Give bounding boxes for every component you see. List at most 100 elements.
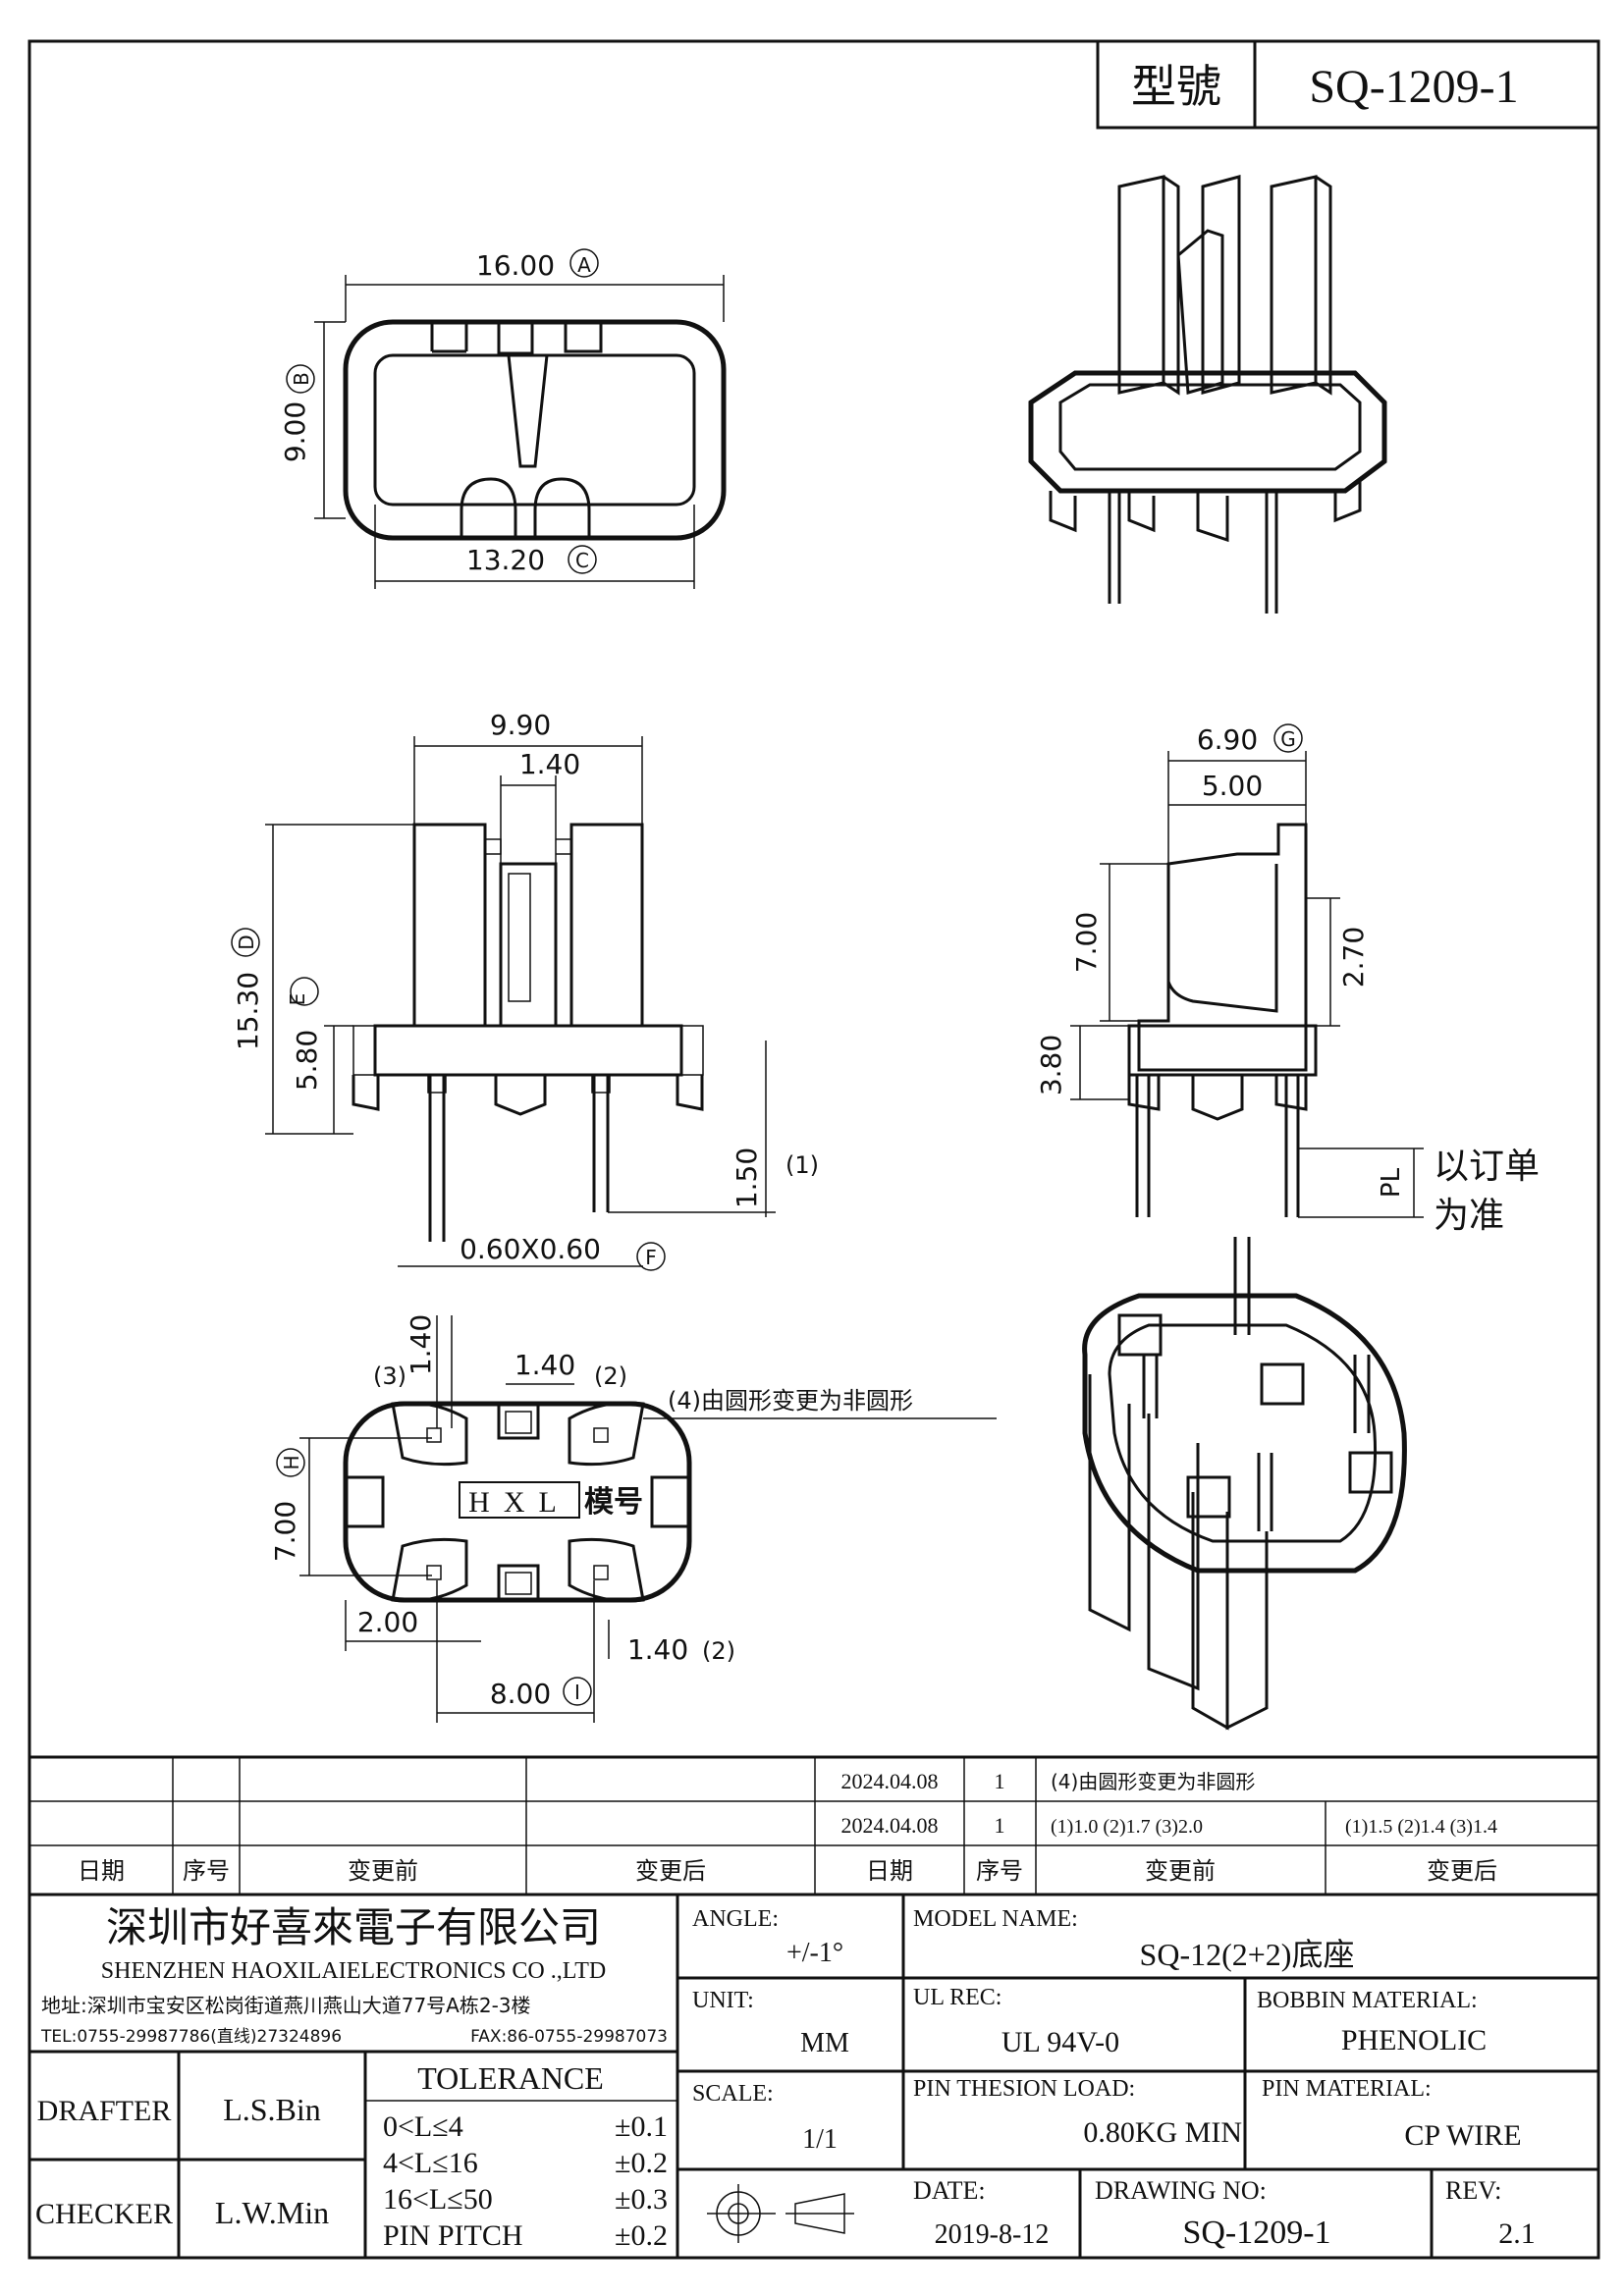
dim-b-tag: B	[290, 372, 313, 386]
top-view: 16.00 A 9.00 B 13.20 C	[279, 248, 727, 589]
dim-h-value: 7.00	[269, 1501, 301, 1562]
dim-a-value: 16.00	[476, 249, 555, 282]
tolerance-title: TOLERANCE	[417, 2060, 604, 2096]
dim-b-value: 9.00	[279, 401, 311, 462]
dim-h-tag: H	[280, 1455, 303, 1469]
pin-material-value: CP WIRE	[1404, 2119, 1521, 2152]
rev-row1-no: 1	[995, 1769, 1005, 1793]
drafter-value: L.S.Bin	[223, 2092, 321, 2127]
rev-header-no: 序号	[183, 1857, 230, 1885]
rev-value: 2.1	[1498, 2217, 1536, 2250]
dim-d-tag: D	[235, 934, 258, 949]
tolerance-value-4: ±0.2	[615, 2219, 668, 2252]
projection-symbol	[707, 2184, 854, 2243]
company-name-en: SHENZHEN HAOXILAIELECTRONICS CO .,LTD	[101, 1958, 606, 1984]
rev-header-after2: 变更后	[1427, 1857, 1497, 1885]
company-address: 地址:深圳市宝安区松岗街道燕川燕山大道77号A栋2-3楼	[41, 1994, 531, 2017]
dim-d-value: 15.30	[232, 972, 264, 1050]
rev-header-before: 变更前	[348, 1857, 418, 1885]
dim-width-value: 9.90	[490, 709, 551, 741]
tolerance-value-1: ±0.1	[615, 2110, 668, 2143]
checker-value: L.W.Min	[215, 2195, 329, 2230]
isometric-view-top	[1028, 175, 1387, 614]
tolerance-value-3: ±0.3	[615, 2183, 668, 2216]
date-value: 2019-8-12	[935, 2219, 1050, 2250]
title-block: 深圳市好喜來電子有限公司 SHENZHEN HAOXILAIELECTRONIC…	[27, 1893, 1600, 2260]
model-value: SQ-1209-1	[1309, 61, 1518, 113]
bottom-view: HXL 模号 1.40 (3) 1.40 (2) (4)由圆形变更为非圆形 7.…	[269, 1314, 997, 1723]
note-2b: (2)	[702, 1637, 735, 1665]
drafter-label: DRAFTER	[37, 2095, 172, 2127]
mold-label: 模号	[584, 1485, 643, 1520]
pin-material-label: PIN MATERIAL:	[1262, 2076, 1432, 2102]
bobbin-material-value: PHENOLIC	[1341, 2024, 1487, 2056]
dim-h2-value: 2.70	[1337, 927, 1370, 988]
date-label: DATE:	[913, 2176, 986, 2205]
checker-label: CHECKER	[35, 2198, 173, 2230]
dim-h1-value: 7.00	[1070, 912, 1103, 973]
ul-value: UL 94V-0	[1001, 2026, 1119, 2058]
scale-value: 1/1	[802, 2124, 838, 2155]
dim-edge-value: 2.00	[357, 1606, 418, 1638]
rev-header-date2: 日期	[866, 1857, 913, 1885]
rev-row2-after: (1)1.5 (2)1.4 (3)1.4	[1345, 1816, 1497, 1838]
dim-pitch-vertical: 1.40	[405, 1314, 437, 1375]
dim-a-tag: A	[577, 253, 591, 277]
revision-table: 2024.04.08 1 (4)由圆形变更为非圆形 2024.04.08 1 (…	[27, 1755, 1600, 1896]
dim-g-value: 6.90	[1197, 723, 1258, 756]
model-label: 型號	[1131, 60, 1221, 113]
model-name-value: SQ-12(2+2)底座	[1140, 1937, 1355, 1972]
rev-header-before2: 变更前	[1145, 1857, 1216, 1885]
rev-header-date: 日期	[78, 1857, 125, 1885]
note-3: (3)	[373, 1362, 406, 1390]
bobbin-material-label: BOBBIN MATERIAL:	[1257, 1988, 1478, 2013]
pin-load-label: PIN THESION LOAD:	[913, 2076, 1135, 2102]
company-name-cn: 深圳市好喜來電子有限公司	[106, 1905, 601, 1951]
pl-label: PL	[1377, 1167, 1406, 1198]
model-name-label: MODEL NAME:	[913, 1906, 1078, 1932]
rev-label: REV:	[1445, 2176, 1501, 2205]
dim-pitch-top: 1.40	[514, 1349, 575, 1381]
drawing-no-label: DRAWING NO:	[1095, 2176, 1267, 2205]
rev-header-after: 变更后	[635, 1857, 706, 1885]
pl-note-line1: 以订单	[1434, 1147, 1540, 1187]
dim-pin-length-value: 1.50	[731, 1148, 763, 1208]
isometric-view-bottom	[1082, 1237, 1407, 1731]
dim-h3-value: 3.80	[1035, 1035, 1067, 1095]
change-note: (4)由圆形变更为非圆形	[668, 1387, 913, 1415]
tolerance-range-4: PIN PITCH	[383, 2219, 523, 2252]
rev-header-no2: 序号	[976, 1857, 1023, 1885]
pin-length-note: (1)	[785, 1151, 819, 1179]
company-fax: FAX:86-0755-29987073	[470, 2027, 668, 2047]
unit-value: MM	[800, 2028, 849, 2058]
dim-slot-value: 1.40	[519, 748, 580, 780]
dim-pin-value: 0.60X0.60	[460, 1233, 601, 1265]
dim-e-tag: E	[286, 993, 309, 1006]
note-2: (2)	[594, 1362, 627, 1390]
rev-row1-date: 2024.04.08	[841, 1769, 939, 1793]
tolerance-value-2: ±0.2	[615, 2147, 668, 2179]
dim-inner-value: 5.00	[1202, 770, 1263, 802]
front-view: 9.90 1.40 15.30 D 5.80 E 1.50 (1) 0.60X0…	[231, 709, 819, 1271]
dim-c-value: 13.20	[466, 544, 545, 576]
rev-row2-before: (1)1.0 (2)1.7 (3)2.0	[1051, 1816, 1203, 1838]
dim-e-value: 5.80	[291, 1030, 323, 1091]
angle-value: +/-1°	[786, 1938, 843, 1968]
dim-c-tag: C	[575, 549, 589, 572]
model-header: 型號 SQ-1209-1	[1096, 39, 1600, 130]
pin-load-value: 0.80KG MIN	[1083, 2116, 1242, 2149]
scale-label: SCALE:	[692, 2081, 774, 2107]
side-view: 6.90 G 5.00 7.00 2.70 3.80 PL 以订单 为准	[1035, 723, 1540, 1236]
tolerance-range-2: 4<L≤16	[383, 2147, 478, 2179]
rev-row2-no: 1	[995, 1813, 1005, 1838]
dim-pitch-bottom: 1.40	[627, 1633, 688, 1666]
dim-i-value: 8.00	[490, 1678, 551, 1710]
company-tel: TEL:0755-29987786(直线)27324896	[40, 2027, 342, 2047]
dim-i-tag: I	[574, 1681, 580, 1704]
tolerance-range-1: 0<L≤4	[383, 2110, 463, 2143]
rev-row2-date: 2024.04.08	[841, 1813, 939, 1838]
rev-row1-before: (4)由圆形变更为非圆形	[1051, 1770, 1255, 1793]
logo-text: HXL	[468, 1486, 570, 1519]
dim-g-tag: G	[1280, 727, 1296, 751]
